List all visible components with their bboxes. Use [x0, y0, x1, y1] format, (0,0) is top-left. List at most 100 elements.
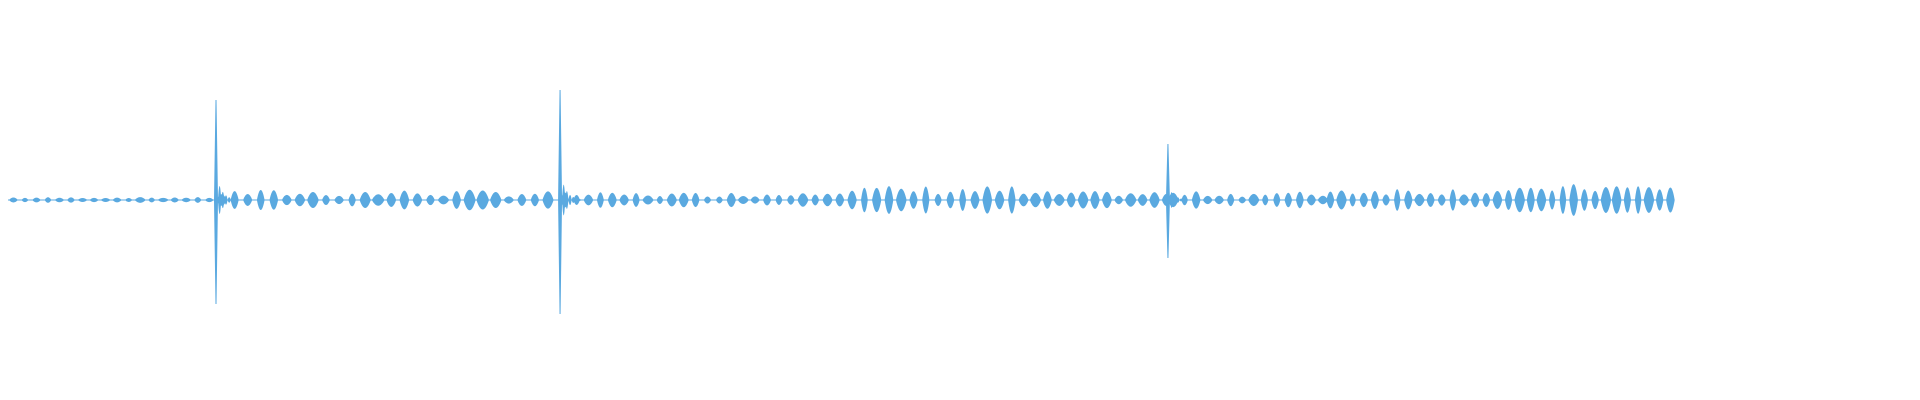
waveform-pulse	[452, 191, 461, 209]
waveform-pulse	[1349, 193, 1356, 207]
waveform-pulse	[1591, 190, 1599, 210]
waveform-pulse	[982, 186, 993, 214]
waveform-pulse	[194, 197, 202, 203]
waveform-pulse	[1611, 186, 1622, 214]
waveform-pulse	[1359, 192, 1369, 208]
waveform-pulse	[656, 195, 664, 205]
waveform-pulse	[715, 196, 723, 204]
waveform-pulse	[1284, 192, 1293, 208]
waveform-pulse	[1549, 190, 1556, 210]
waveform-pulse	[1202, 195, 1213, 205]
waveform-pulse	[1137, 194, 1148, 206]
waveform-pulse	[797, 193, 809, 207]
waveform-pulse	[1248, 193, 1260, 207]
waveform-pulse	[583, 194, 594, 206]
waveform-pulse	[1536, 188, 1547, 212]
waveform-pulse	[607, 192, 617, 208]
waveform-pulse	[32, 197, 41, 203]
waveform-pulse	[503, 196, 514, 204]
waveform-pulse	[490, 192, 502, 208]
waveform-pulse	[112, 197, 122, 203]
waveform-pulse	[281, 194, 292, 206]
waveform-pulse	[994, 190, 1005, 210]
waveform-pulse	[835, 193, 845, 207]
waveform-pulse	[909, 191, 918, 209]
waveform-transient	[213, 99, 238, 305]
waveform-pulse	[1090, 191, 1100, 209]
waveform-pulse	[386, 193, 397, 207]
waveform-pulse	[1295, 191, 1304, 209]
waveform-pulse	[100, 197, 111, 203]
waveform-pulse	[54, 197, 65, 203]
waveform-pulse	[1018, 193, 1029, 207]
waveform-pulse	[1382, 194, 1390, 206]
waveform-pulse	[157, 197, 169, 203]
waveform-pulse	[322, 194, 330, 206]
waveform-pulse	[1526, 187, 1535, 213]
waveform-pulse	[1600, 187, 1612, 213]
waveform-pulse	[1029, 192, 1042, 208]
waveform-pulse	[1336, 190, 1347, 210]
waveform-pulse	[1273, 193, 1281, 207]
waveform-pulse	[371, 194, 385, 206]
waveform-pulse	[895, 188, 907, 212]
waveform-pulse	[1623, 187, 1631, 213]
waveform-pulse	[666, 193, 677, 207]
waveform-pulse	[763, 194, 772, 206]
waveform-pulse	[530, 193, 540, 207]
waveform-pulse	[632, 193, 640, 207]
waveform-pulse	[959, 189, 967, 211]
waveform-pulse	[1404, 190, 1413, 210]
waveform-pulse	[134, 197, 146, 203]
waveform-pulse	[256, 190, 265, 210]
waveform-pulse	[691, 192, 700, 208]
waveform-pulse	[170, 197, 179, 203]
waveform-pulse	[1437, 194, 1446, 206]
waveform-pulse	[737, 196, 749, 204]
waveform-pulse	[1053, 194, 1065, 206]
waveform-pulse	[1214, 195, 1225, 205]
waveform-pulse	[1101, 191, 1112, 209]
waveform-pulse	[787, 195, 795, 205]
waveform-pulse	[1643, 187, 1655, 213]
waveform-pulse	[426, 194, 435, 206]
waveform-pulse	[703, 196, 712, 204]
waveform-pulse	[77, 198, 88, 202]
waveform-pulse	[9, 197, 18, 203]
waveform-pulse	[334, 195, 344, 205]
waveform-pulse	[463, 189, 476, 211]
waveform-pulse	[1124, 193, 1137, 207]
waveform-pulse	[946, 191, 955, 209]
waveform-pulse	[1191, 191, 1201, 209]
waveform-pulse	[44, 197, 52, 203]
waveform-pulse	[1306, 194, 1317, 206]
waveform-transient	[1165, 143, 1190, 259]
waveform-pulse	[243, 194, 253, 206]
waveform-pulse	[307, 191, 319, 209]
waveform-pulse	[148, 197, 156, 203]
waveform-pulse	[619, 194, 629, 206]
waveform-pulse	[726, 192, 736, 208]
waveform-pulse	[1394, 189, 1401, 211]
waveform-pulse	[811, 194, 820, 206]
waveform-pulse	[1482, 192, 1491, 208]
waveform-pulse	[872, 187, 882, 213]
waveform-pulse	[642, 195, 654, 205]
waveform-pulse	[517, 194, 527, 206]
waveform-pulse	[1238, 196, 1247, 204]
waveform-pulse	[1458, 194, 1470, 206]
waveform-pulse	[1492, 191, 1503, 209]
waveform-pulse	[861, 187, 868, 213]
waveform-pulse	[750, 196, 760, 204]
waveform-pulses	[9, 184, 1675, 216]
waveform-pulse	[67, 197, 75, 203]
waveform-pulse	[1426, 193, 1435, 207]
waveform-pulse	[542, 191, 554, 209]
waveform-pulse	[884, 186, 894, 214]
waveform-pulse	[596, 192, 604, 208]
waveform-pulse	[294, 193, 306, 207]
waveform-pulse	[21, 197, 29, 203]
waveform-pulse	[476, 190, 489, 210]
